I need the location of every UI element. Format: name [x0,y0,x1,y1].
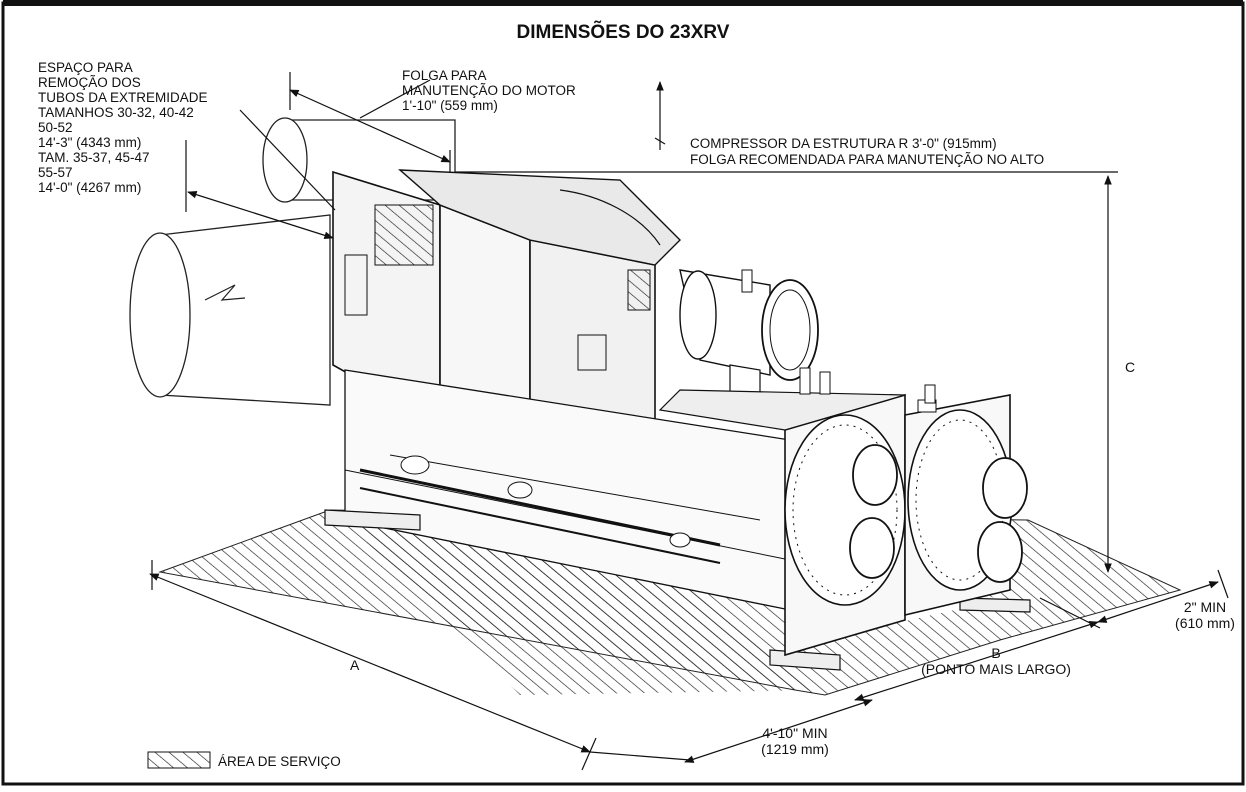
svg-text:(PONTO MAIS LARGO): (PONTO MAIS LARGO) [921,661,1071,677]
svg-text:14'-3" (4343 mm): 14'-3" (4343 mm) [38,135,141,150]
svg-text:REMOÇÃO DOS: REMOÇÃO DOS [38,75,141,90]
legend-hatch-swatch [147,751,211,769]
legend-service-area: ÁREA DE SERVIÇO [147,751,341,769]
tube-removal-label: ESPAÇO PARA REMOÇÃO DOS TUBOS DA EXTREMI… [38,60,208,195]
svg-text:55-57: 55-57 [38,165,73,180]
tube-removal-cylinder-lower [129,214,331,406]
svg-text:50-52: 50-52 [38,120,73,135]
dimension-c-label: C [1125,359,1135,375]
svg-text:TUBOS DA EXTREMIDADE: TUBOS DA EXTREMIDADE [38,90,208,105]
svg-text:MANUTENÇÃO DO MOTOR: MANUTENÇÃO DO MOTOR [402,83,576,98]
min-2-label: 2" MIN (610 mm) [1175,599,1235,631]
svg-text:1'-10" (559 mm): 1'-10" (559 mm) [402,98,498,113]
page-title: DIMENSÕES DO 23XRV [517,21,730,43]
piping-bundle [359,455,721,564]
min-4-10-label: 4'-10" MIN (1219 mm) [761,725,829,757]
dimension-a-label: A [350,657,360,673]
svg-text:TAMANHOS 30-32, 40-42: TAMANHOS 30-32, 40-42 [38,105,194,120]
waterbox-condenser [904,394,1028,617]
dimension-lines [149,72,1229,771]
svg-text:TAM. 35-37, 45-47: TAM. 35-37, 45-47 [38,150,150,165]
svg-text:2" MIN: 2" MIN [1184,599,1226,615]
legend-label: ÁREA DE SERVIÇO [218,754,341,769]
waterbox-cooler [784,393,906,657]
top-frame-rail [658,269,937,431]
control-panel-left [332,170,441,427]
svg-text:COMPRESSOR DA ESTRUTURA R 3'-0: COMPRESSOR DA ESTRUTURA R 3'-0" (915mm) [690,136,997,151]
svg-text:(1219 mm): (1219 mm) [761,741,829,757]
svg-text:4'-10" MIN: 4'-10" MIN [762,725,827,741]
svg-text:(610 mm): (610 mm) [1175,615,1235,631]
svg-text:FOLGA RECOMENDADA PARA MANUTEN: FOLGA RECOMENDADA PARA MANUTENÇÃO NO ALT… [690,152,1044,167]
svg-text:FOLGA PARA: FOLGA PARA [402,68,487,83]
dimension-b-label: B (PONTO MAIS LARGO) [921,645,1071,677]
compressor [398,169,681,266]
overhead-clearance-label: COMPRESSOR DA ESTRUTURA R 3'-0" (915mm) … [690,136,1044,167]
svg-text:14'-0" (4267 mm): 14'-0" (4267 mm) [38,180,141,195]
svg-text:ESPAÇO PARA: ESPAÇO PARA [38,60,133,75]
svg-text:B: B [991,645,1000,661]
motor-clearance-label: FOLGA PARA MANUTENÇÃO DO MOTOR 1'-10" (5… [402,68,576,113]
